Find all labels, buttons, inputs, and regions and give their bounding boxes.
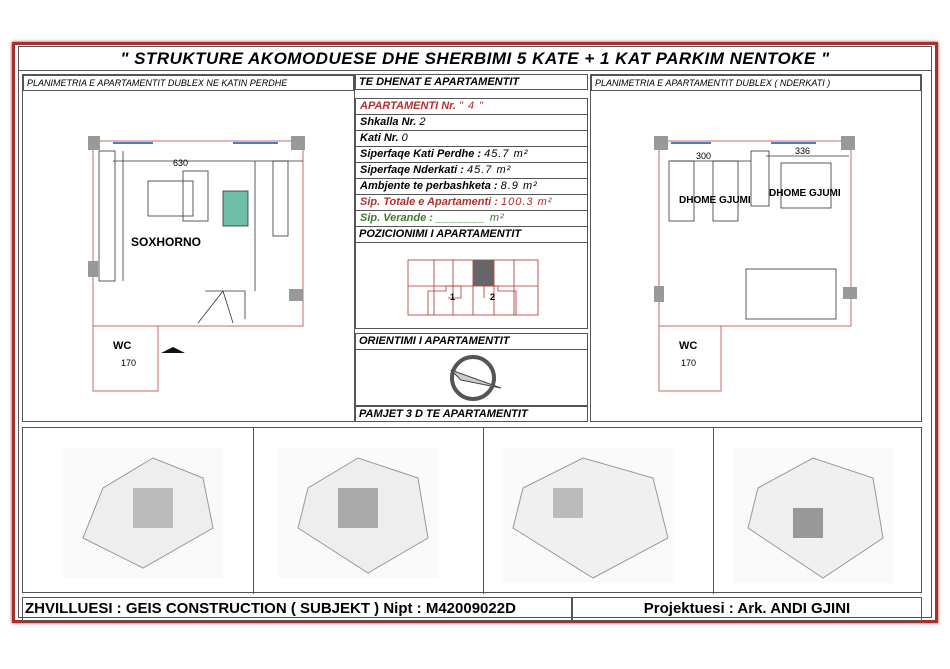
entrance-arrow-icon xyxy=(161,347,185,353)
mezzanine-panel: PLANIMETRIA E APARTAMENTIT DUBLEX ( NDER… xyxy=(590,74,922,422)
position-diagram: 1 2 xyxy=(407,259,539,316)
room-wc: WC xyxy=(113,340,131,352)
ground-floor-header: PLANIMETRIA E APARTAMENTIT DUBLEX NE KAT… xyxy=(23,75,354,91)
sheet-frame xyxy=(12,42,938,623)
view-3d-1 xyxy=(63,448,223,578)
common-area-row: Ambjente te perbashketa : 8.9 m² xyxy=(355,179,588,195)
room-wc: WC xyxy=(679,340,697,352)
divider xyxy=(253,428,254,594)
apartment-data-column: TE DHENAT E APARTAMENTIT APARTAMENTI Nr.… xyxy=(355,74,590,422)
dim-300: 300 xyxy=(696,151,711,161)
divider xyxy=(483,428,484,594)
ground-floor-plan: 630 SOXHORNO WC 170 xyxy=(88,136,305,392)
stair-row: Shkalla Nr. 2 xyxy=(355,115,588,131)
divider xyxy=(713,428,714,594)
mezzanine-header: PLANIMETRIA E APARTAMENTIT DUBLEX ( NDER… xyxy=(591,75,921,91)
data-header: TE DHENAT E APARTAMENTIT xyxy=(355,74,588,90)
stair-label-2: 2 xyxy=(490,292,495,302)
room-soxhorno: SOXHORNO xyxy=(131,235,201,249)
view-3d-4 xyxy=(733,448,893,583)
ground-floor-panel: PLANIMETRIA E APARTAMENTIT DUBLEX NE KAT… xyxy=(22,74,355,422)
dim-170: 170 xyxy=(121,358,136,368)
designer-info: Projektuesi : Ark. ANDI GJINI xyxy=(572,597,922,621)
sheet-inner-border xyxy=(18,46,932,618)
orientation-panel: ORIENTIMI I APARTAMENTIT xyxy=(355,333,588,406)
position-panel: POZICIONIMI I APARTAMENTIT 1 2 xyxy=(355,226,588,329)
mezzanine-area-row: Siperfaqe Nderkati : 45.7 m² xyxy=(355,163,588,179)
sheet-title: " STRUKTURE AKOMODUESE DHE SHERBIMI 5 KA… xyxy=(18,47,932,71)
view-3d-3 xyxy=(503,448,673,583)
veranda-area-row: Sip. Verande : _______ m² xyxy=(355,211,588,227)
total-area-row: Sip. Totale e Apartamenti : 100.3 m² xyxy=(355,195,588,211)
views-header: PAMJET 3 D TE APARTAMENTIT xyxy=(355,406,588,422)
view-3d-2 xyxy=(278,448,438,578)
developer-info: ZHVILLUESI : GEIS CONSTRUCTION ( SUBJEKT… xyxy=(22,597,572,621)
highlighted-apartment xyxy=(473,260,494,286)
room-bedroom-2: DHOME GJUMI xyxy=(769,188,841,199)
dim-336: 336 xyxy=(795,146,810,156)
views-3d-row xyxy=(22,427,922,594)
room-bedroom-1: DHOME GJUMI xyxy=(679,195,751,206)
compass-icon xyxy=(450,355,502,401)
dim-630: 630 xyxy=(173,158,188,168)
position-header: POZICIONIMI I APARTAMENTIT xyxy=(356,227,587,243)
ground-area-row: Siperfaqe Kati Perdhe : 45.7 m² xyxy=(355,147,588,163)
floor-row: Kati Nr. 0 xyxy=(355,131,588,147)
apartment-number-row: APARTAMENTI Nr. " 4 " xyxy=(355,99,588,115)
orientation-header: ORIENTIMI I APARTAMENTIT xyxy=(356,334,587,350)
data-table: APARTAMENTI Nr. " 4 " Shkalla Nr. 2 Kati… xyxy=(355,98,588,227)
dim-170: 170 xyxy=(681,358,696,368)
mezzanine-plan: 300 336 DHOME GJUMI DHOME GJUMI WC 170 xyxy=(654,136,857,392)
stair-label-1: 1 xyxy=(450,292,455,302)
